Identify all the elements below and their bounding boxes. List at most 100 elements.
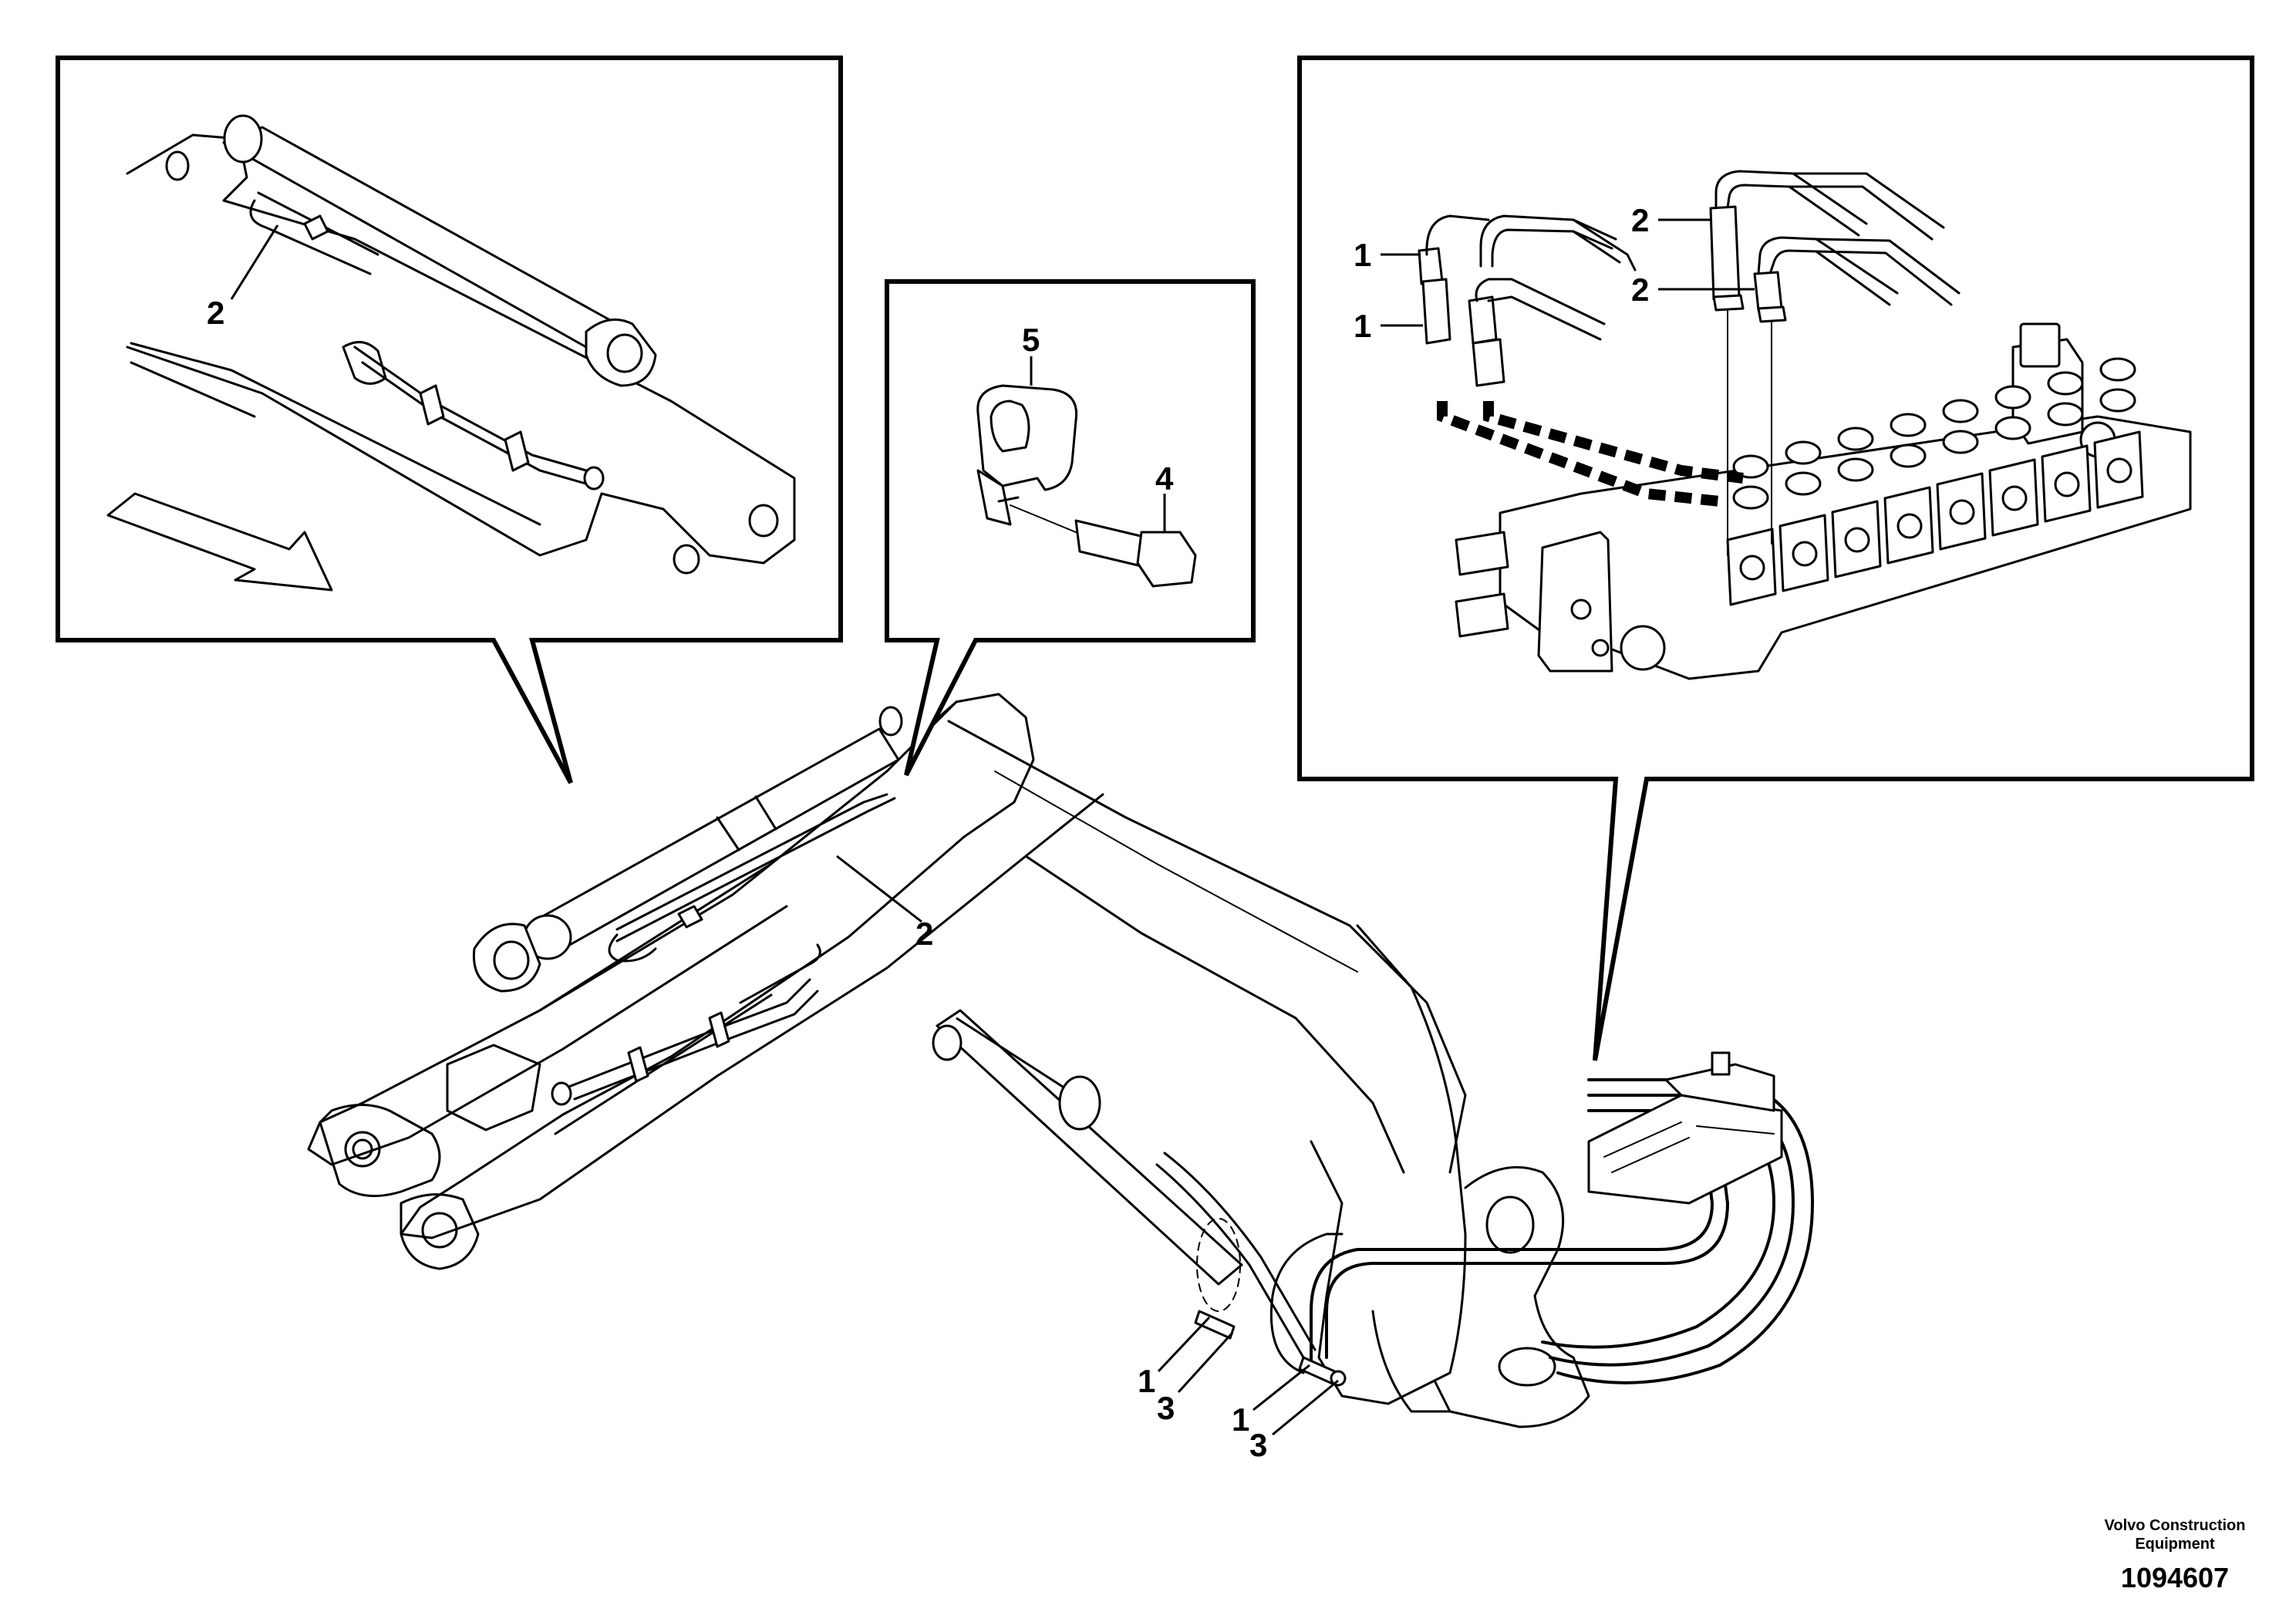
valve-spool-port	[1739, 555, 1765, 581]
leader-main-3a	[1177, 1331, 1234, 1394]
direction-arrow	[106, 492, 333, 592]
callout-main-3b: 3	[1249, 1427, 1267, 1463]
fitting-right-1b	[1468, 295, 1498, 345]
valve-spool-port	[2054, 471, 2080, 497]
arm-lower-lug	[400, 1193, 480, 1270]
boom-foot-pin-upper	[1485, 1195, 1535, 1254]
arm-pipe-clamp-1	[627, 1046, 649, 1083]
clamp-part-5-slot	[997, 496, 1020, 503]
detail-left-arm	[126, 133, 796, 565]
boom-hose-bundle-5	[1556, 1078, 1814, 1384]
main-valve-details	[1603, 1121, 1775, 1173]
detail-left-pipe-end	[583, 466, 605, 491]
boom-cylinder-rod	[956, 1017, 1077, 1097]
valve-hose-2-tubes	[1788, 172, 1961, 306]
detail-box-right	[1297, 56, 2254, 1061]
arm-front-lug	[319, 1104, 441, 1198]
hidden-hose-1b	[1483, 401, 1744, 484]
valve-large-port	[1620, 625, 1666, 671]
detail-left-lower-pin-2	[673, 544, 700, 575]
valve-hose-2a	[1714, 170, 1868, 237]
brand-line-1: Volvo Construction	[2105, 1517, 2246, 1534]
arm-mid-panel	[446, 1044, 541, 1131]
valve-spool-cap	[1785, 440, 1822, 465]
boom-cylinder-eye	[932, 1024, 963, 1061]
valve-spool-cap	[1942, 399, 1979, 423]
clamp-part-5-inner	[990, 400, 1030, 453]
valve-spool-port	[1792, 541, 1818, 567]
valve-small-port-2	[1591, 639, 1610, 657]
valve-solenoid-1	[1455, 531, 1509, 576]
arm-cylinder-rod-eye	[493, 940, 530, 980]
valve-spool-port	[1844, 527, 1870, 553]
valve-spool-cap	[2047, 371, 2084, 396]
hose-fitting-arm	[677, 905, 703, 929]
boom-foot-pin-lower	[1498, 1347, 1556, 1387]
valve-spool-cap	[2099, 357, 2136, 382]
callout-right-box-2b: 2	[1631, 271, 1649, 308]
detail-left-pipe-2	[361, 361, 595, 487]
valve-hose-1	[1479, 214, 1617, 268]
boom-hose-descent	[1155, 1163, 1305, 1359]
callout-right-box-1b: 1	[1354, 308, 1371, 344]
valve-spool-port	[1949, 499, 1975, 525]
arm-cylinder-hose	[615, 793, 896, 943]
arm-pipe-clamp-2	[708, 1011, 730, 1048]
callout-center-box-5: 5	[1022, 322, 1040, 358]
valve-top-plug	[2019, 322, 2061, 368]
boom-hose-bundle-2	[1325, 1140, 1729, 1359]
boom-foot-side	[1371, 1310, 1451, 1413]
valve-spool-cap	[1837, 457, 1874, 482]
fitting-1a	[1194, 1310, 1236, 1340]
callout-main-2: 2	[915, 916, 933, 952]
callout-main-3a: 3	[1157, 1390, 1175, 1426]
boom-top	[947, 720, 1467, 1174]
leader-main-1b	[1253, 1364, 1310, 1411]
valve-spool-sections	[1726, 357, 2144, 606]
fitting-right-1b-nut	[1472, 338, 1505, 387]
valve-spool-cap	[1994, 416, 2031, 440]
detail-left-rod-eye	[606, 333, 643, 373]
boom-hose-descent-2	[1163, 1152, 1317, 1351]
detail-left-slot	[342, 341, 387, 385]
detail-box-left	[56, 56, 843, 784]
detail-box-center	[885, 279, 1256, 777]
arm-pipe-upper	[565, 978, 811, 1089]
fitting-right-1a-body	[1421, 278, 1451, 345]
boom-hose-bundle-1	[1310, 1140, 1714, 1367]
boom-lower-body	[1310, 924, 1467, 1405]
valve-spool-port	[1896, 513, 1923, 539]
leader-main-3b	[1272, 1379, 1339, 1436]
arm-lower-pin-hole	[421, 1212, 458, 1249]
valve-small-port-1	[1570, 599, 1592, 620]
hidden-hose-1a	[1437, 401, 1721, 507]
detail-left-pin-hole	[165, 150, 190, 181]
valve-hose-1b-line	[1475, 278, 1606, 341]
detail-left-pipe	[353, 346, 588, 472]
valve-spool-cap	[1890, 443, 1927, 468]
arm-pin-hole-inner	[352, 1138, 373, 1160]
valve-hose-2b	[1757, 236, 1899, 306]
boom-bottom	[1024, 855, 1405, 1174]
fitting-right-2a-nut	[1712, 294, 1745, 312]
detail-box-center-frame	[885, 279, 1256, 777]
leader-main-1a	[1157, 1316, 1211, 1373]
callout-center-box-4: 4	[1155, 460, 1174, 497]
detail-left-arm-top	[130, 342, 541, 526]
arm-top-edge	[307, 700, 958, 1166]
leader-left-2	[230, 224, 279, 300]
arm-hose-flex	[739, 943, 821, 1004]
fitting-right-2b	[1753, 271, 1783, 312]
detail-left-clamp-1	[419, 384, 445, 426]
valve-spool-cap	[1785, 471, 1822, 496]
arm-cylinder-top-pin	[878, 706, 903, 737]
detail-left-lower-pin	[748, 504, 779, 538]
valve-hose-1-tube	[1572, 218, 1637, 271]
valve-spool-cap	[2099, 388, 2136, 413]
main-valve-cap	[1711, 1051, 1731, 1076]
fitting-1b-nut	[1330, 1370, 1347, 1387]
hidden-line-ring	[1196, 1218, 1241, 1312]
detail-box-left-frame	[56, 56, 843, 784]
arm-pipe-fitting	[551, 1081, 572, 1106]
